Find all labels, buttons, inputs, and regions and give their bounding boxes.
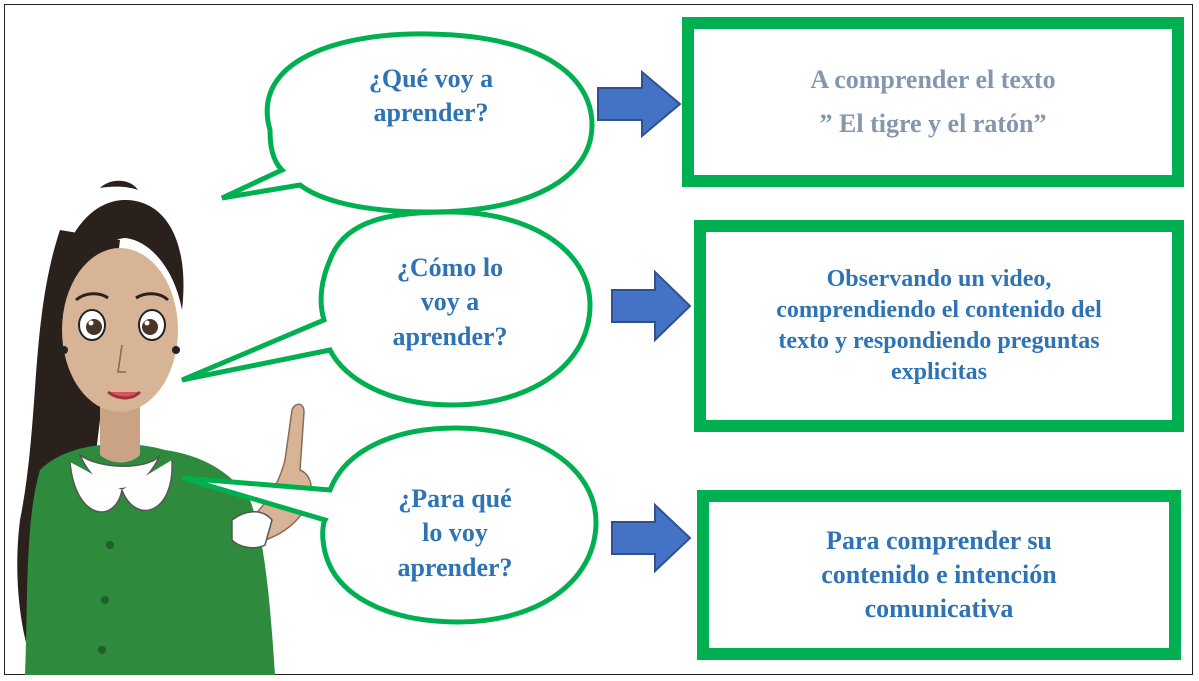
answer-box-3: Para comprender su contenido e intención…: [697, 490, 1181, 660]
answer-2-line-4: explicitas: [891, 359, 987, 386]
answer-2-line-1: Observando un video,: [826, 265, 1052, 292]
answer-3-line-2: contenido e intención: [821, 559, 1057, 589]
question-3-text: ¿Para qué lo voy aprender?: [355, 482, 555, 585]
speech-bubble-2: [181, 209, 593, 408]
teacher-illustration: [17, 180, 313, 675]
answer-2-line-3: texto y respondiendo preguntas: [778, 328, 1100, 354]
speech-bubble-1: [220, 31, 595, 215]
answer-box-2: Observando un video, comprendiendo el co…: [694, 220, 1184, 432]
arrow-2: [611, 269, 692, 343]
answer-2-line-2: comprendiendo el contenido del: [776, 296, 1102, 323]
question-1-text: ¿Qué voy a aprender?: [306, 62, 556, 131]
question-2-line-3: aprender?: [392, 321, 508, 351]
arrow-1: [597, 69, 682, 139]
question-1-line-1: ¿Qué voy a: [368, 64, 494, 93]
answer-1-line-2: ” El tigre y el ratón”: [819, 109, 1047, 138]
answer-1-line-1: A comprender el texto: [810, 64, 1056, 94]
question-1-line-2: aprender?: [373, 98, 489, 128]
question-3-line-2: lo voy: [422, 518, 488, 548]
question-3-line-1: ¿Para qué: [398, 484, 512, 513]
question-2-line-1: ¿Cómo lo: [396, 253, 504, 282]
answer-3-line-1: Para comprender su: [826, 525, 1052, 555]
answer-box-1: A comprender el texto ” El tigre y el ra…: [682, 17, 1184, 187]
question-3-line-3: aprender?: [397, 552, 513, 582]
speech-bubble-3: [182, 425, 599, 625]
arrow-3: [611, 502, 692, 574]
question-2-text: ¿Cómo lo voy a aprender?: [350, 251, 550, 354]
answer-3-line-3: comunicativa: [864, 594, 1014, 624]
question-2-line-2: voy a: [420, 287, 480, 317]
